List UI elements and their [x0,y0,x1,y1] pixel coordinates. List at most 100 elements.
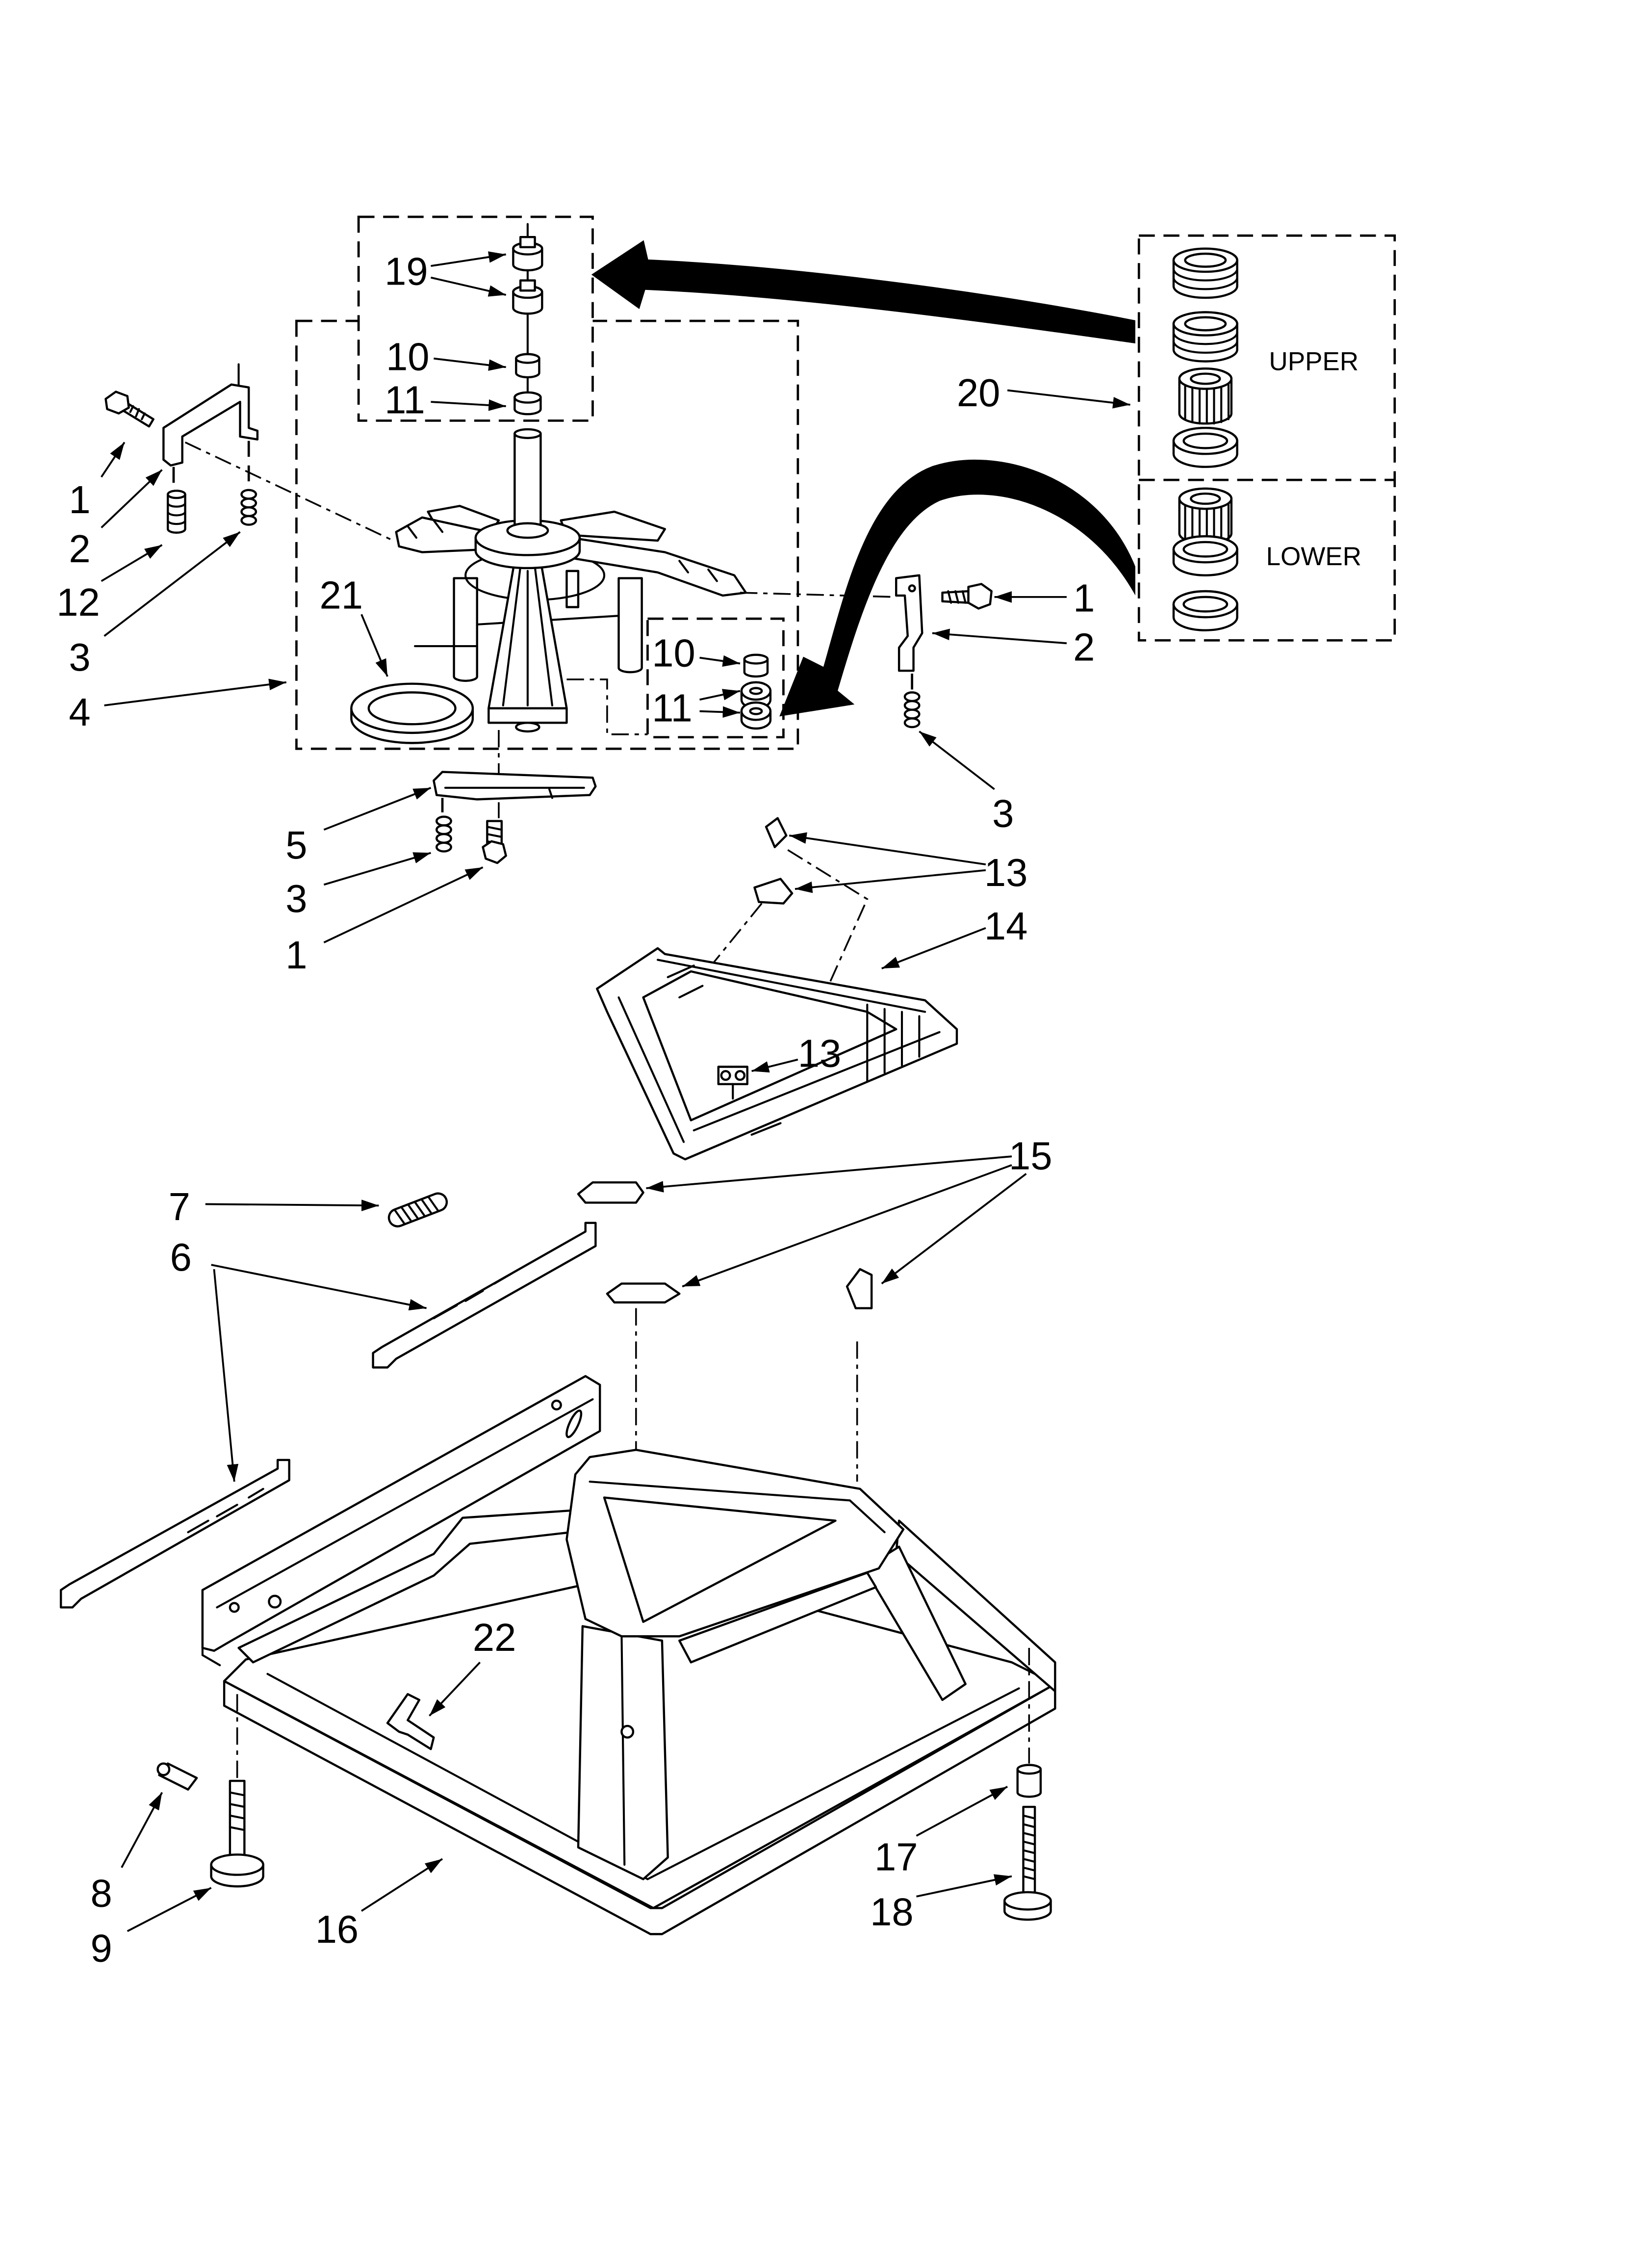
part-14-frame-shape [617,959,941,1143]
part-16-base-frame [201,1375,1056,1935]
part-1-screw-right-shape [967,583,993,610]
leader-15c [881,1173,1027,1284]
part-15-clip-a [577,1181,644,1204]
part-14-frame-shape [642,970,898,1121]
part-4-center-column-shape [487,707,568,724]
part-12-spring-cylinder-shape [167,502,186,525]
part-6-rail-upper [372,1222,597,1369]
part-13-clip-c-shape [720,1070,731,1081]
connector-line [184,442,394,542]
part-19-cap-nut-lower-shape [519,279,536,292]
part-16-base-frame-shape [589,1481,886,1534]
leader-13b [795,869,986,893]
callout-2-right: 2 [1073,626,1095,669]
leader-5 [323,787,432,831]
leader-3-left [103,531,241,637]
part-13-clip-c-shape [734,1070,746,1081]
leader-15a [646,1155,1012,1193]
part-9-leveling-foot [210,1779,264,1888]
kit-upper-seal-1-shape [1172,267,1238,290]
part-3-spring-right-shape [903,691,921,703]
kit-arrow-lower [779,459,1135,717]
part-15-clip-b [606,1282,681,1303]
part-13-clip-c [717,1066,748,1100]
part-9-leveling-foot-shape [229,1791,246,1831]
callout-12: 12 [56,580,100,624]
part-17-nut [1016,1764,1042,1798]
part-3-spring-lower-shape [436,841,452,853]
kit-upper-seal-1-shape [1184,252,1227,268]
part-3-spring-lower-shape [436,815,452,827]
part-4-shaft [506,428,549,539]
part-3-spring-lower-shape [436,833,452,844]
part-4-arms-shape [407,519,718,582]
callout-1-left: 1 [69,478,90,521]
kit-lower-ring-2 [1172,590,1238,631]
part-3-spring-right-shape [903,700,921,711]
part-4-legs-shape [617,577,643,674]
kit-upper-ring [1172,426,1238,468]
part-16-base-frame-shape [565,1409,583,1438]
part-22-hook [386,1693,435,1750]
part-11-washer-upper-shape [513,391,542,404]
callout-15: 15 [1009,1134,1052,1178]
part-3-spring-left-shape [240,489,257,500]
leader-10-lower [699,655,741,667]
leader-9 [127,1887,212,1932]
leader-15b [682,1164,1012,1288]
leader-1-left [101,442,126,478]
callout-3-right: 3 [992,791,1014,835]
part-16-base-frame-shape [678,1571,877,1664]
part-2-bracket-right-shape [895,574,924,672]
leader-19b [431,276,507,297]
part-14-frame-shape [667,965,782,1136]
callout-10-upper: 10 [386,335,429,378]
callout-8: 8 [91,1871,112,1915]
part-16-base-frame-shape [223,1680,1056,1935]
part-3-spring-lower-shape [436,824,452,835]
part-16-base-frame-shape [268,1594,282,1609]
part-11-washer-upper [513,376,542,416]
callout-21: 21 [320,573,363,617]
connector-line [566,678,648,735]
part-1-screw-right [941,583,993,610]
part-6-rail-lower-shape [187,1487,264,1534]
part-4-shaft-shape [513,432,542,530]
part-2-bracket-left-shape [172,441,250,489]
part-1-screw-lower-shape [482,840,507,864]
part-8-pin [156,1762,198,1791]
part-4-legs [453,570,643,682]
part-4-shaft-shape [506,522,549,539]
repair-kit-box-shape [1137,234,1396,642]
part-1-screw-right-shape [947,590,967,604]
callout-16: 16 [315,1907,359,1951]
part-10-bushing-upper [515,313,540,379]
part-10-bushing-lower [743,653,769,678]
kit-upper-seal-2-shape [1184,316,1227,332]
callout-10-lower: 10 [652,631,695,675]
kit-lower-spline-bushing-shape [1184,503,1230,545]
part-13-clip-a [765,817,788,848]
leader-4 [104,678,287,706]
part-2-bracket-left-shape [162,383,259,467]
part-4-center-column-shape [515,722,540,733]
part-11-washer-lower-a-shape [749,687,763,695]
part-11-washer-lower-b-shape [749,707,763,715]
part-2-bracket-right [895,574,924,690]
callout-18: 18 [870,1890,913,1934]
box-lower-bushings [646,617,785,739]
part-12-spring-cylinder [166,490,186,534]
leader-6a [211,1264,427,1311]
part-1-screw-left [104,391,154,428]
callout-17: 17 [874,1835,918,1879]
part-6-rail-upper-shape [433,1272,513,1320]
leader-17 [916,1786,1008,1837]
part-19-cap-nut-upper [512,223,543,272]
leader-10-upper [434,357,506,371]
part-5-bracket-shape [444,786,585,799]
part-6-rail-upper-shape [372,1222,597,1369]
part-21-seal-ring [350,645,478,744]
leader-11-lower-a [699,689,741,701]
callout-9: 9 [91,1926,112,1970]
callout-19: 19 [385,249,428,293]
